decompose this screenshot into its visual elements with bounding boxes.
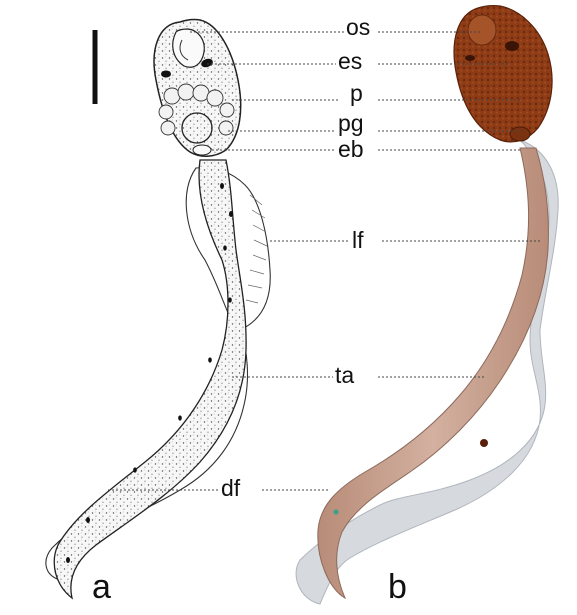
debris-speck [480, 439, 488, 447]
label-eb: eb [338, 138, 364, 161]
panel-a-drawing [46, 20, 270, 598]
tail-a [54, 160, 246, 598]
excretory-bladder-a [193, 145, 211, 155]
eyespot-left-b [465, 55, 475, 61]
panel-b-photo [296, 6, 558, 604]
label-df: df [221, 477, 240, 500]
label-p: p [350, 82, 363, 105]
panel-label-a: a [92, 570, 111, 604]
label-ta: ta [335, 364, 354, 387]
primordium-a [182, 113, 212, 143]
panel-label-b: b [388, 570, 407, 604]
eyespot-left-a [161, 71, 171, 78]
label-lf: lf [352, 229, 364, 252]
label-pg: pg [338, 112, 364, 135]
excretory-bladder-b [510, 127, 530, 141]
debris-speck [334, 510, 339, 515]
label-os: os [346, 16, 370, 39]
oral-sucker-b [468, 15, 496, 45]
label-es: es [338, 50, 362, 73]
eyespot-right-b [505, 41, 519, 51]
